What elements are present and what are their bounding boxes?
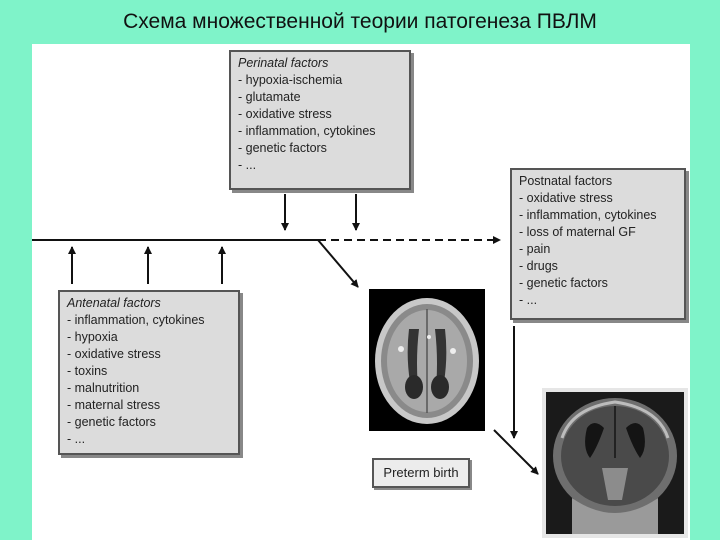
brain-mri-axial-image (369, 289, 485, 431)
postnatal-item: oxidative stress (519, 190, 677, 207)
antenatal-item: toxins (67, 363, 231, 380)
branch-arrow-scan2 (493, 429, 539, 475)
connector-lines (32, 194, 539, 475)
perinatal-item: oxidative stress (238, 106, 402, 123)
antenatal-item: malnutrition (67, 380, 231, 397)
diagram-figure: Perinatal factors hypoxia-ischemia gluta… (32, 44, 690, 540)
postnatal-item: ... (519, 292, 677, 309)
antenatal-factors-box: Antenatal factors inflammation, cytokine… (58, 290, 240, 455)
postnatal-item: loss of maternal GF (519, 224, 677, 241)
antenatal-item: genetic factors (67, 414, 231, 431)
slide-title: Схема множественной теории патогенеза ПВ… (123, 10, 597, 33)
postnatal-item: drugs (519, 258, 677, 275)
branch-arrow-scan1 (317, 239, 359, 288)
perinatal-item: hypoxia-ischemia (238, 72, 402, 89)
antenatal-heading: Antenatal factors (67, 296, 161, 310)
antenatal-item: hypoxia (67, 329, 231, 346)
preterm-birth-box: Preterm birth (372, 458, 470, 488)
antenatal-item: maternal stress (67, 397, 231, 414)
postnatal-factors-box: Postnatal factors oxidative stress infla… (510, 168, 686, 320)
perinatal-item: glutamate (238, 89, 402, 106)
antenatal-item: ... (67, 431, 231, 448)
perinatal-item: ... (238, 157, 402, 174)
brain-mri-coronal-image (542, 388, 688, 538)
postnatal-item: genetic factors (519, 275, 677, 292)
postnatal-item: pain (519, 241, 677, 258)
perinatal-heading: Perinatal factors (238, 56, 329, 70)
antenatal-item: inflammation, cytokines (67, 312, 231, 329)
perinatal-item: inflammation, cytokines (238, 123, 402, 140)
antenatal-item: oxidative stress (67, 346, 231, 363)
postnatal-item: inflammation, cytokines (519, 207, 677, 224)
perinatal-item: genetic factors (238, 140, 402, 157)
perinatal-factors-box: Perinatal factors hypoxia-ischemia gluta… (229, 50, 411, 190)
postnatal-heading: Postnatal factors (519, 174, 613, 188)
